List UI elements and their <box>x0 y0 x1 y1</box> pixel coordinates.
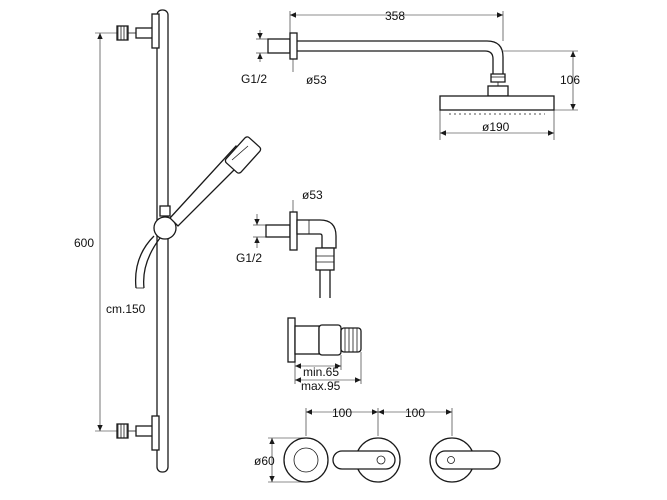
arm-length-label: 358 <box>385 9 405 23</box>
arm-flange-dimension: ø53 <box>292 59 327 87</box>
arm-thread-dimension: G1/2 <box>241 30 268 86</box>
head-height-dimension: 106 <box>503 50 580 111</box>
rail-length-dimension: 600 <box>74 32 118 432</box>
spacing-right-label: 100 <box>405 406 425 420</box>
mixer-min-label: min.65 <box>303 365 339 379</box>
elbow-outlet-assembly <box>265 211 337 298</box>
mixer-depth-dimension: min.65 max.95 <box>294 352 362 393</box>
arm-flange-label: ø53 <box>306 73 327 87</box>
mixer-max-label: max.95 <box>301 379 341 393</box>
elbow-flange-dimension: ø53 <box>292 188 323 212</box>
slide-rail-assembly <box>116 9 262 473</box>
arm-length-dimension: 358 <box>289 9 504 41</box>
elbow-thread-dimension: G1/2 <box>236 214 266 265</box>
arm-thread-label: G1/2 <box>241 72 267 86</box>
spacing-left-label: 100 <box>332 406 352 420</box>
hose-length-label: cm.150 <box>106 302 146 316</box>
rosette-spacing-dimension: 100 100 <box>305 406 453 436</box>
elbow-thread-label: G1/2 <box>236 251 262 265</box>
head-diameter-label: ø190 <box>482 120 510 134</box>
mixer-side-view <box>287 317 362 363</box>
rosette-diameter-dimension: ø60 <box>254 437 306 483</box>
shower-arm-assembly <box>267 32 555 115</box>
rosettes-front-view <box>283 437 501 483</box>
head-height-label: 106 <box>560 73 580 87</box>
rosette-diameter-label: ø60 <box>254 454 275 468</box>
rail-length-label: 600 <box>74 236 94 250</box>
head-diameter-dimension: ø190 <box>439 110 555 140</box>
elbow-flange-label: ø53 <box>302 188 323 202</box>
